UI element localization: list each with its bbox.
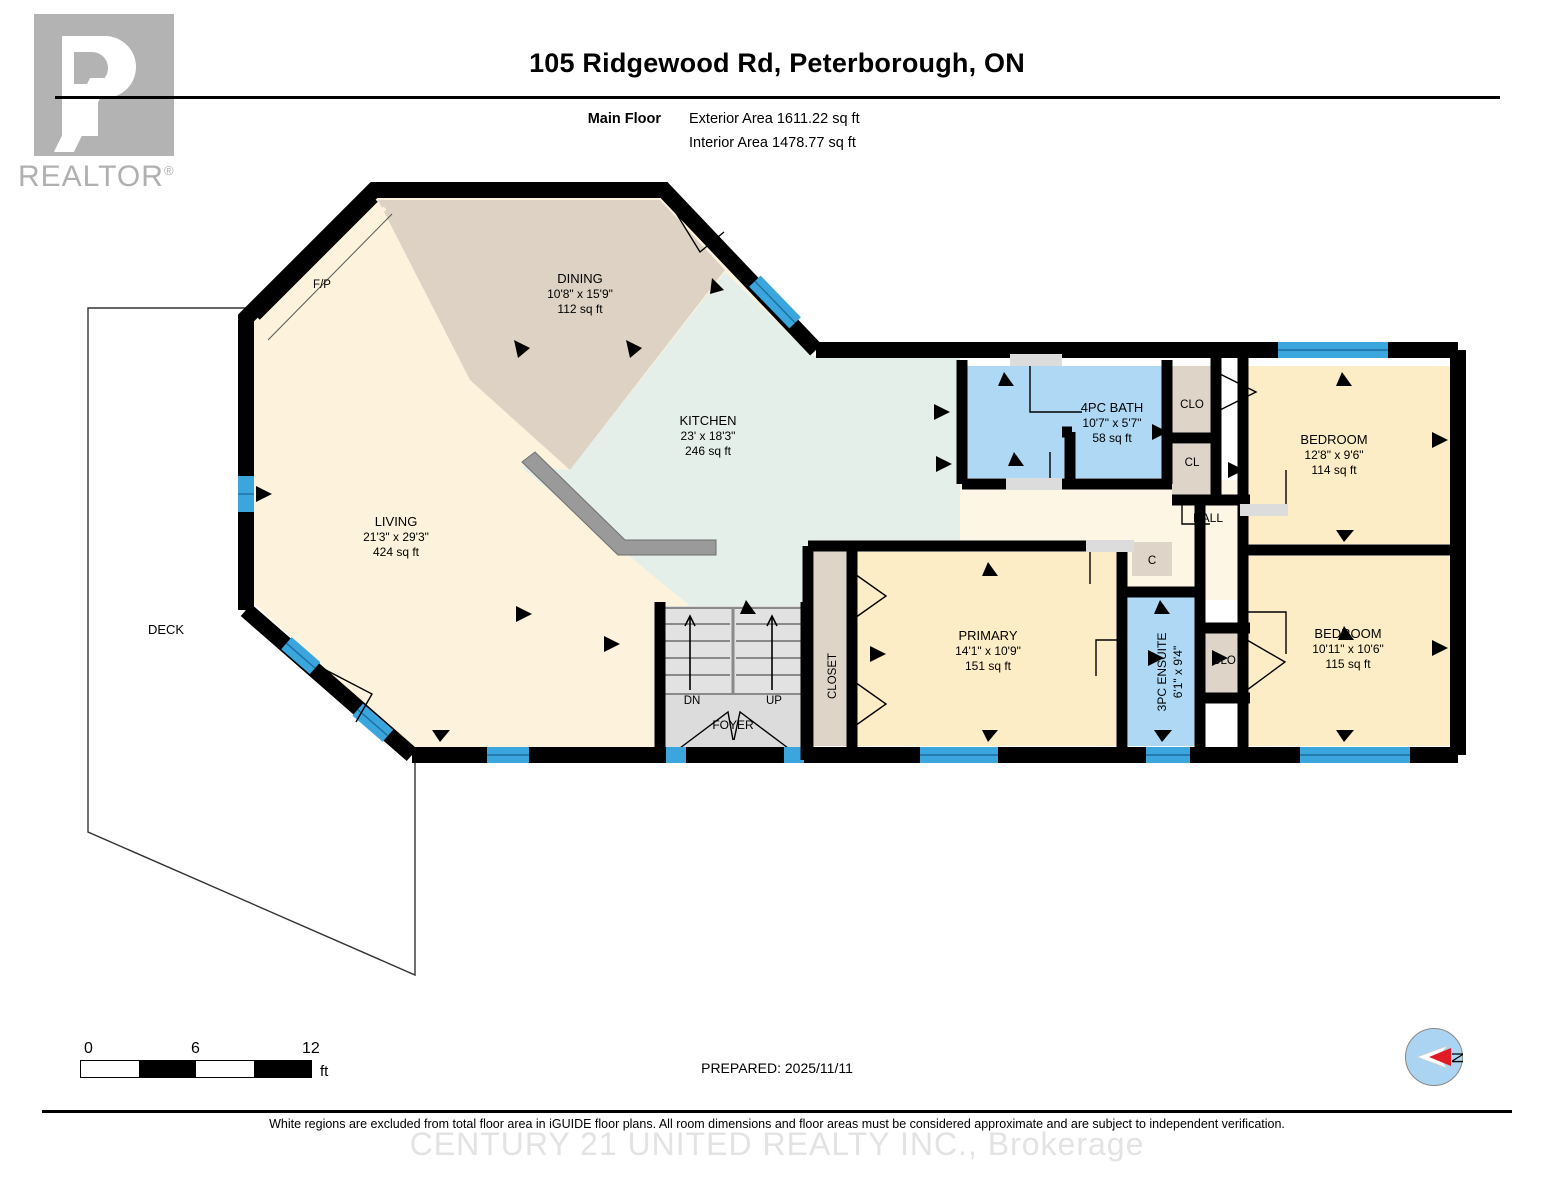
realtor-logo-wordmark: REALTOR®: [18, 160, 175, 194]
scale-bar: [80, 1060, 312, 1078]
exterior-area: Exterior Area 1611.22 sq ft: [689, 111, 860, 127]
bath-name: 4PC BATH: [1081, 400, 1144, 415]
disclaimer-text: White regions are excluded from total fl…: [269, 1117, 1285, 1131]
scale-seg-4: [253, 1061, 311, 1077]
dining-name: DINING: [557, 271, 603, 286]
clo-bottom-label: CLO: [1212, 655, 1236, 667]
interior-walls: [654, 356, 1458, 760]
bedroom2-floor: [1243, 556, 1451, 746]
kitchen-dims: 23' x 18'3": [681, 429, 736, 443]
dining-area: 112 sq ft: [557, 302, 603, 316]
kitchen-counter: [521, 451, 717, 556]
dining-dims: 10'8" x 15'9": [547, 287, 613, 301]
cl-label: CL: [1185, 457, 1200, 469]
cl-floor: [1172, 444, 1214, 496]
scale-tick-0: 0: [84, 1040, 93, 1057]
bedroom1-name: BEDROOM: [1300, 432, 1367, 447]
foyer-label: FOYER: [712, 718, 754, 732]
view-direction-arrows: [256, 196, 1448, 742]
closet-label: CLOSET: [827, 653, 839, 699]
living-dims: 21'3" x 29'3": [363, 530, 429, 544]
fireplace-wall: [256, 198, 378, 320]
bedroom2-dims: 10'11" x 10'6": [1312, 642, 1384, 656]
ensuite-dims: 6'1" x 9'4": [1171, 646, 1185, 698]
stairs-up-treads: [736, 623, 802, 676]
ensuite-name: 3PC ENSUITE: [1155, 633, 1169, 712]
page-title: 105 Ridgewood Rd, Peterborough, ON: [529, 48, 1025, 78]
stairs-up-label: UP: [766, 695, 782, 707]
floor-plan: F/P DECK DINING 10'8" x 15'9" 112 sq ft …: [87, 182, 1466, 977]
title-divider: [55, 96, 1500, 99]
realtor-logo-registered: ®: [163, 163, 175, 178]
bath-floor-alcove: [1070, 430, 1167, 478]
bedroom2-area: 115 sq ft: [1325, 657, 1371, 671]
scale-unit: ft: [320, 1063, 329, 1080]
scale-tick-12: 12: [302, 1040, 320, 1057]
clo-top-label: CLO: [1180, 399, 1204, 411]
fireplace-label: F/P: [313, 279, 331, 291]
c-closet-floor: [1132, 542, 1172, 576]
bedroom2-name: BEDROOM: [1314, 626, 1381, 641]
scale-seg-2: [138, 1061, 196, 1077]
bath-dims: 10'7" x 5'7": [1082, 416, 1141, 430]
living-area: 424 sq ft: [373, 545, 420, 559]
realtor-logo-text: REALTOR: [18, 160, 164, 193]
compass-needle-icon: [1415, 1045, 1451, 1069]
primary-floor: [812, 552, 1120, 746]
fireplace-hearth-line: [267, 213, 393, 341]
windows: [238, 275, 1410, 763]
primary-name: PRIMARY: [959, 628, 1018, 643]
kitchen-area: 246 sq ft: [685, 444, 732, 458]
stairs-dn-arrow: [684, 614, 696, 690]
closet-hall-floor: [814, 544, 848, 746]
stairs-up-arrow: [766, 614, 778, 690]
floor-label: Main Floor: [587, 111, 661, 127]
stairs-dn-label: DN: [684, 695, 701, 707]
kitchen-name: KITCHEN: [679, 413, 736, 428]
scale-tick-6: 6: [191, 1040, 200, 1057]
floor-summary: Main Floor Exterior Area 1611.22 sq ft I…: [0, 108, 1554, 156]
kitchen-floor: [520, 272, 960, 745]
compass-north-label: N: [1448, 1052, 1465, 1064]
stairs-dn-treads: [664, 623, 730, 676]
deck-label: DECK: [148, 622, 184, 637]
dining-floor: [378, 200, 725, 470]
prepared-date: PREPARED: 2025/11/11: [701, 1060, 853, 1076]
compass-rose: N: [1405, 1028, 1467, 1090]
footer-divider: [42, 1110, 1512, 1113]
brokerage-watermark: CENTURY 21 UNITED REALTY INC., Brokerage: [409, 1126, 1145, 1162]
realtor-logo: REALTOR®: [12, 8, 202, 198]
primary-dims: 14'1" x 10'9": [955, 644, 1021, 658]
clo-top-floor: [1172, 366, 1214, 434]
interior-area: Interior Area 1478.77 sq ft: [689, 134, 856, 151]
foyer-door-swing: [675, 710, 793, 752]
c-label: C: [1148, 555, 1156, 567]
living-name: LIVING: [375, 514, 418, 529]
bedroom1-area: 114 sq ft: [1311, 463, 1357, 477]
hall-label: HALL: [1193, 511, 1223, 525]
ensuite-floor: [1128, 592, 1198, 746]
door-swings: [321, 199, 1288, 729]
bath-area: 58 sq ft: [1092, 431, 1132, 445]
primary-area: 151 sq ft: [965, 659, 1012, 673]
bedroom1-dims: 12'8" x 9'6": [1304, 448, 1363, 462]
fireplace-inner-line: [260, 206, 387, 334]
